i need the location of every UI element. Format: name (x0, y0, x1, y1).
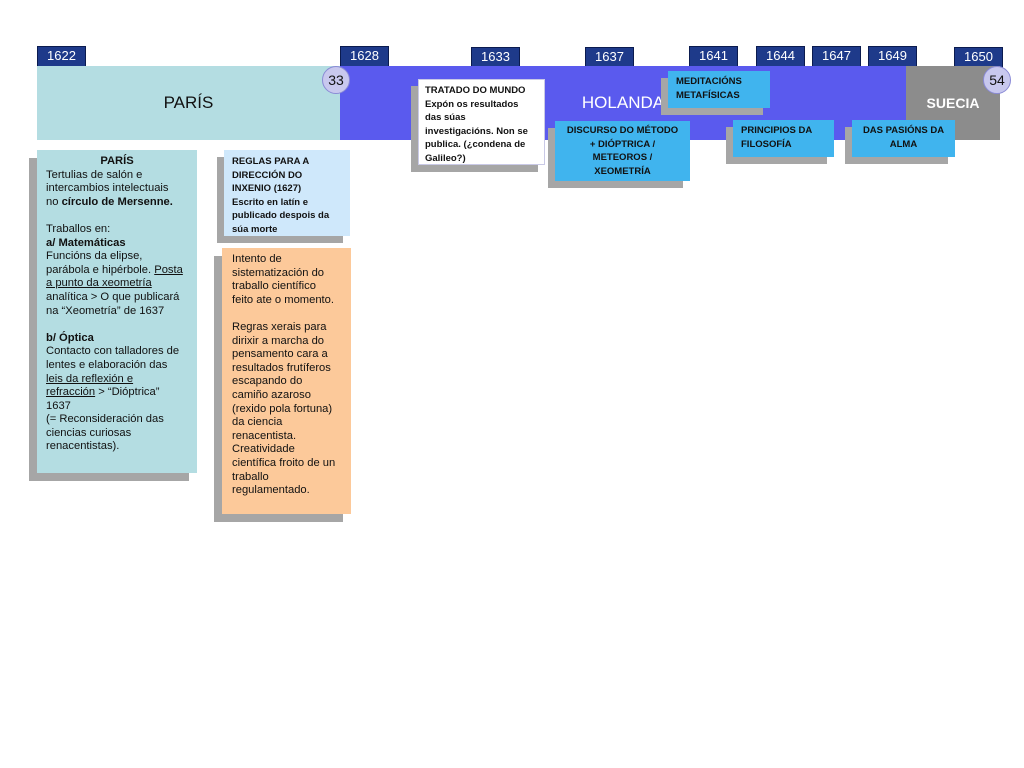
panel-line: renacentistas). (46, 440, 120, 453)
panel-line: Regras xerais para (232, 320, 327, 333)
panel-line: a punto da xeometría (46, 277, 152, 290)
note-line: das súas (425, 112, 466, 123)
panel-line: no círculo de Mersenne. (46, 196, 188, 210)
panel-line: na “Xeometría” de 1637 (46, 304, 165, 317)
note-line: METAFÍSICAS (676, 89, 740, 101)
note-line: METEOROS / (592, 152, 653, 163)
panel-line: feito ate o momento. (232, 293, 334, 306)
note-line: investigacións. Non se (425, 125, 528, 137)
age-badge-end: 54 (983, 66, 1011, 94)
year-label-1628: 1628 (340, 46, 389, 67)
panel-line: (rexido pola fortuna) (232, 402, 333, 415)
panel-line: camiño azaroso (232, 388, 311, 401)
panel-line: Contacto con talladores de (46, 345, 180, 358)
panel-line: da ciencia (232, 416, 283, 429)
panel-line: Traballos en: (46, 222, 111, 235)
panel-line: (= Reconsideración das (46, 413, 164, 426)
era-label-paris: PARÍS (163, 93, 214, 112)
spacer (46, 318, 188, 332)
note-line: DIRECCIÓN DO (232, 169, 303, 181)
spacer (232, 307, 341, 321)
panel-line: ciencias curiosas (46, 426, 132, 439)
note-line: Expón os resultados (425, 98, 519, 110)
panel-line: b/ Óptica (46, 331, 94, 344)
panel-line: traballo (232, 470, 269, 483)
note-line: ALMA (889, 138, 918, 150)
panel-line: escapando do (232, 375, 303, 388)
era-label-holanda: HOLANDA (581, 93, 665, 112)
panel-title: PARÍS (100, 155, 134, 167)
panel-line: científica froito de un (232, 456, 336, 469)
note-line: DAS PASIÓNS DA (862, 125, 945, 136)
year-label-1633: 1633 (471, 47, 520, 68)
panel-line: intercambios intelectuais (46, 182, 169, 195)
panel-line: Intento de (232, 253, 282, 265)
note-line: XEOMETRÍA (594, 165, 651, 177)
year-label-1637: 1637 (585, 47, 634, 68)
year-label-1644: 1644 (756, 46, 805, 67)
panel-line: refracción > “Dióptrica” (46, 386, 188, 400)
note-principios-da-filosofia: PRINCIPIOS DA FILOSOFÍA (733, 120, 834, 157)
panel-line: resultados frutíferos (232, 361, 331, 374)
note-reglas-direccion-inxenio: REGLAS PARA A DIRECCIÓN DO INXENIO (1627… (224, 150, 350, 236)
panel-text: parábola e hipérbole. (46, 263, 155, 276)
year-label-1650: 1650 (954, 47, 1003, 68)
note-line: publicado despois da (232, 210, 330, 221)
era-label-suecia: SUECIA (926, 95, 980, 111)
note-line: publica. (¿condena de (425, 139, 526, 150)
year-label-1647: 1647 (812, 46, 861, 67)
panel-line: traballo científico (232, 280, 316, 293)
era-band-paris: PARÍS (37, 66, 340, 140)
note-meditacions-metafisicas: MEDITACIÓNS METAFÍSICAS (668, 71, 770, 108)
note-discurso-do-metodo: DISCURSO DO MÉTODO + DIÓPTRICA / METEORO… (555, 121, 690, 181)
panel-line: sistematización do (232, 266, 325, 279)
panel-line: 1637 (46, 399, 71, 412)
panel-line: regulamentado. (232, 484, 310, 497)
note-line: Escrito en latín e (232, 196, 309, 208)
note-line: TRATADO DO MUNDO (425, 85, 526, 96)
panel-paris-details: PARÍS Tertulias de salón e intercambios … (37, 150, 197, 473)
panel-line: parábola e hipérbole. Posta (46, 264, 188, 278)
note-line: FILOSOFÍA (741, 138, 792, 150)
year-label-1649: 1649 (868, 46, 917, 67)
panel-reglas-explanation: Intento de sistematización do traballo c… (222, 248, 351, 514)
note-line: REGLAS PARA A (232, 156, 310, 167)
panel-line: Creatividade (232, 443, 295, 456)
note-line: PRINCIPIOS DA (741, 125, 813, 136)
panel-text: > “Dióptrica” (95, 386, 160, 399)
age-badge-start: 33 (322, 66, 350, 94)
note-line: DISCURSO DO MÉTODO (566, 125, 679, 136)
panel-line: pensamento cara a (232, 348, 328, 361)
note-das-pasions-da-alma: DAS PASIÓNS DA ALMA (852, 120, 955, 157)
panel-line: lentes e elaboración das (46, 358, 168, 371)
panel-text: no (46, 195, 62, 208)
note-line: MEDITACIÓNS (676, 76, 742, 87)
panel-line: dirixir a marcha do (232, 334, 325, 347)
year-label-1622: 1622 (37, 46, 86, 67)
note-tratado-do-mundo: TRATADO DO MUNDO Expón os resultados das… (418, 79, 545, 165)
spacer (46, 209, 188, 223)
note-line: Galileo?) (425, 152, 466, 164)
panel-line: a/ Matemáticas (46, 236, 126, 249)
panel-text-underlined: refracción (46, 386, 96, 399)
panel-line: Funcións da elipse, (46, 250, 143, 263)
note-line: INXENIO (1627) (232, 183, 302, 194)
panel-line: leis da reflexión e (46, 372, 134, 385)
panel-line: renacentista. (232, 429, 297, 442)
panel-text-bold: círculo de Mersenne. (61, 195, 173, 208)
panel-line: analítica > O que publicará (46, 290, 180, 303)
panel-line: Tertulias de salón e (46, 168, 143, 181)
panel-text-underlined: Posta (154, 263, 183, 276)
year-label-1641: 1641 (689, 46, 738, 67)
note-line: súa morte (232, 223, 278, 235)
note-line: + DIÓPTRICA / (589, 138, 656, 150)
